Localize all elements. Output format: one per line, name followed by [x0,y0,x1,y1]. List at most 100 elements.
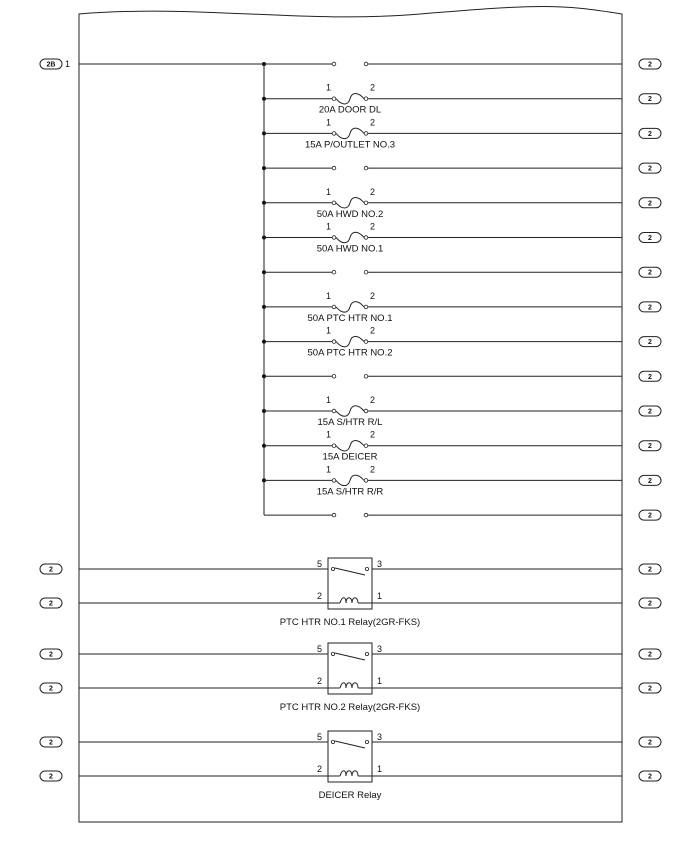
connector-2-right: 2 [638,162,662,174]
connector-2-right-label: 2 [648,513,652,520]
connector-2-right: 2 [638,563,662,575]
relay-pin-3: 3 [377,732,382,742]
terminal-left [331,339,337,344]
fuse-row: 1 2 50A HWD NO.1 [262,222,622,255]
terminal-right [363,374,369,379]
fuse-pin-2: 2 [370,117,375,127]
fuse-pin-1: 1 [326,430,331,440]
open-row [262,374,622,379]
connector-2-left: 2 [39,597,63,609]
fuse-pin-2: 2 [370,464,375,474]
connector-2-right-label: 2 [648,339,652,346]
open-row [262,270,622,275]
fuse-symbol [335,335,365,348]
connector-2-left-label: 2 [49,740,53,747]
fuse-row: 1 2 15A S/HTR R/R [262,464,622,497]
connector-2-right: 2 [638,301,662,313]
relay-pin-5: 5 [317,644,322,654]
relay-switch [334,740,366,749]
fuse-symbol [335,474,365,487]
terminal-right [363,304,369,310]
relay-box [327,642,373,695]
terminal-left [331,270,337,275]
fuse-label: 50A PTC HTR NO.2 [308,348,393,359]
terminal-right [363,478,369,483]
open-row [262,61,622,67]
connector-2-right-label: 2 [648,601,652,608]
diagram-frame [78,6,623,823]
relay-pin-1: 1 [377,591,382,601]
fuse-symbol [335,92,365,105]
terminal-right [363,131,369,136]
terminal-right [363,270,369,275]
fuse-label: 15A DEICER [323,452,378,463]
relay-pin-2: 2 [317,591,322,601]
connector-2-left: 2 [39,648,63,660]
connector-2-right: 2 [638,648,662,660]
fuse-symbol [335,197,365,209]
connector-2-right: 2 [638,266,662,278]
open-row [264,512,622,518]
relay-switch [334,567,366,576]
fuse-pin-1: 1 [326,464,331,474]
fuse-row: 1 2 15A DEICER [262,430,622,463]
connector-2-right: 2 [638,197,662,209]
connector-2-right-label: 2 [648,166,652,173]
fuse-label: 50A PTC HTR NO.1 [308,313,393,324]
terminal-right [363,61,369,67]
terminal-left [331,408,337,414]
terminal-left [331,165,337,171]
terminal-left [331,61,337,67]
fuse-pin-2: 2 [370,395,375,405]
terminal-right [363,408,369,414]
connector-2-left: 2 [39,682,63,694]
connector-2-right-label: 2 [648,409,652,416]
connector-2-left-label: 2 [49,567,53,574]
connector-2-right-label: 2 [648,131,652,138]
connector-2-right: 2 [638,336,662,348]
fuse-pin-1: 1 [326,395,331,405]
connector-2-right-label: 2 [648,200,652,207]
connector-2-right-label: 2 [648,96,652,103]
connector-2-right-label: 2 [648,374,652,381]
connector-2b: 2B 1 [39,58,70,70]
open-row [262,165,622,171]
relay-pin-5: 5 [317,732,322,742]
terminal-right [363,443,369,448]
fuse-pin-1: 1 [326,117,331,127]
fuse-label: 50A HWD NO.1 [317,244,384,255]
connector-2-right: 2 [638,736,662,748]
connector-2-right: 2 [638,370,662,382]
relay-label: PTC HTR NO.1 Relay(2GR-FKS) [280,617,420,628]
fuse-pin-2: 2 [370,430,375,440]
fuse-pin-1: 1 [326,222,331,232]
terminal-left [331,443,337,448]
relay-switch [334,652,366,661]
fuse-pin-2: 2 [370,222,375,232]
fuse-symbol [335,439,365,452]
connector-2b-label: 2B [47,62,56,69]
fuse-symbol [335,301,365,313]
relay-pin-5: 5 [317,559,322,569]
relay-coil [339,770,359,777]
connector-2-left-label: 2 [49,686,53,693]
fuse-label: 15A S/HTR R/R [317,486,384,497]
terminal-left [331,374,337,379]
fuse-symbol [335,127,365,140]
terminal-left [331,131,337,136]
connector-2-left: 2 [39,563,63,575]
fuse-symbol [335,231,365,244]
terminal-right [363,200,369,205]
fuse-pin-1: 1 [326,291,331,301]
fuse-pin-2: 2 [370,83,375,93]
terminal-left [331,235,337,240]
relay-pin-3: 3 [377,644,382,654]
